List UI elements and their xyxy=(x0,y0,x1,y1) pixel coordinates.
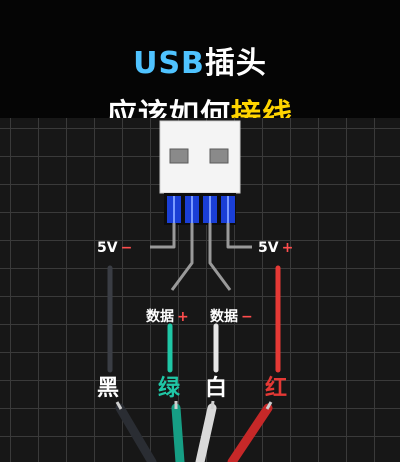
plug-window-right xyxy=(209,148,229,164)
title-header: USB插头 应该如何接线 xyxy=(0,0,400,133)
label-red: 红 xyxy=(265,376,288,401)
lead-data-plus xyxy=(170,223,194,291)
label-data-minus-text: 数据 xyxy=(210,309,238,325)
label-data-plus: 数据+ xyxy=(146,306,189,326)
cable-ends xyxy=(115,400,273,462)
lead-data-minus xyxy=(208,223,232,291)
label-5v-minus-text: 5V xyxy=(97,240,118,256)
label-5v-plus-sign: + xyxy=(281,240,294,256)
label-data-minus: 数据− xyxy=(210,306,253,326)
label-data-minus-sign: − xyxy=(241,309,253,325)
label-data-plus-sign: + xyxy=(177,309,189,325)
lead-gnd xyxy=(150,223,176,249)
lead-vcc xyxy=(226,223,252,249)
label-5v-plus-text: 5V xyxy=(258,240,279,256)
cable-red xyxy=(227,403,273,462)
cable-green xyxy=(171,403,185,462)
pin-leads xyxy=(150,223,252,291)
strand-white xyxy=(210,400,215,410)
label-black: 黑 xyxy=(97,376,120,401)
label-5v-minus-sign: − xyxy=(120,240,133,256)
wiring-diagram xyxy=(107,120,281,462)
label-5v-plus: 5V+ xyxy=(258,240,293,256)
label-white: 白 xyxy=(205,376,228,401)
grid-board: 5V− 5V+ 数据+ 数据− 黑 绿 白 红 xyxy=(0,118,400,462)
title-usb: USB xyxy=(133,46,205,81)
label-green: 绿 xyxy=(158,376,181,401)
title-line-1: USB插头 xyxy=(133,38,267,82)
label-data-plus-text: 数据 xyxy=(146,309,174,325)
label-5v-minus: 5V− xyxy=(97,240,132,256)
cable-white xyxy=(195,403,217,462)
cable-black xyxy=(115,403,157,462)
strand-red xyxy=(265,401,273,410)
plug-window-left xyxy=(169,148,189,164)
strand-black xyxy=(115,401,123,410)
title-plug: 插头 xyxy=(204,46,267,81)
